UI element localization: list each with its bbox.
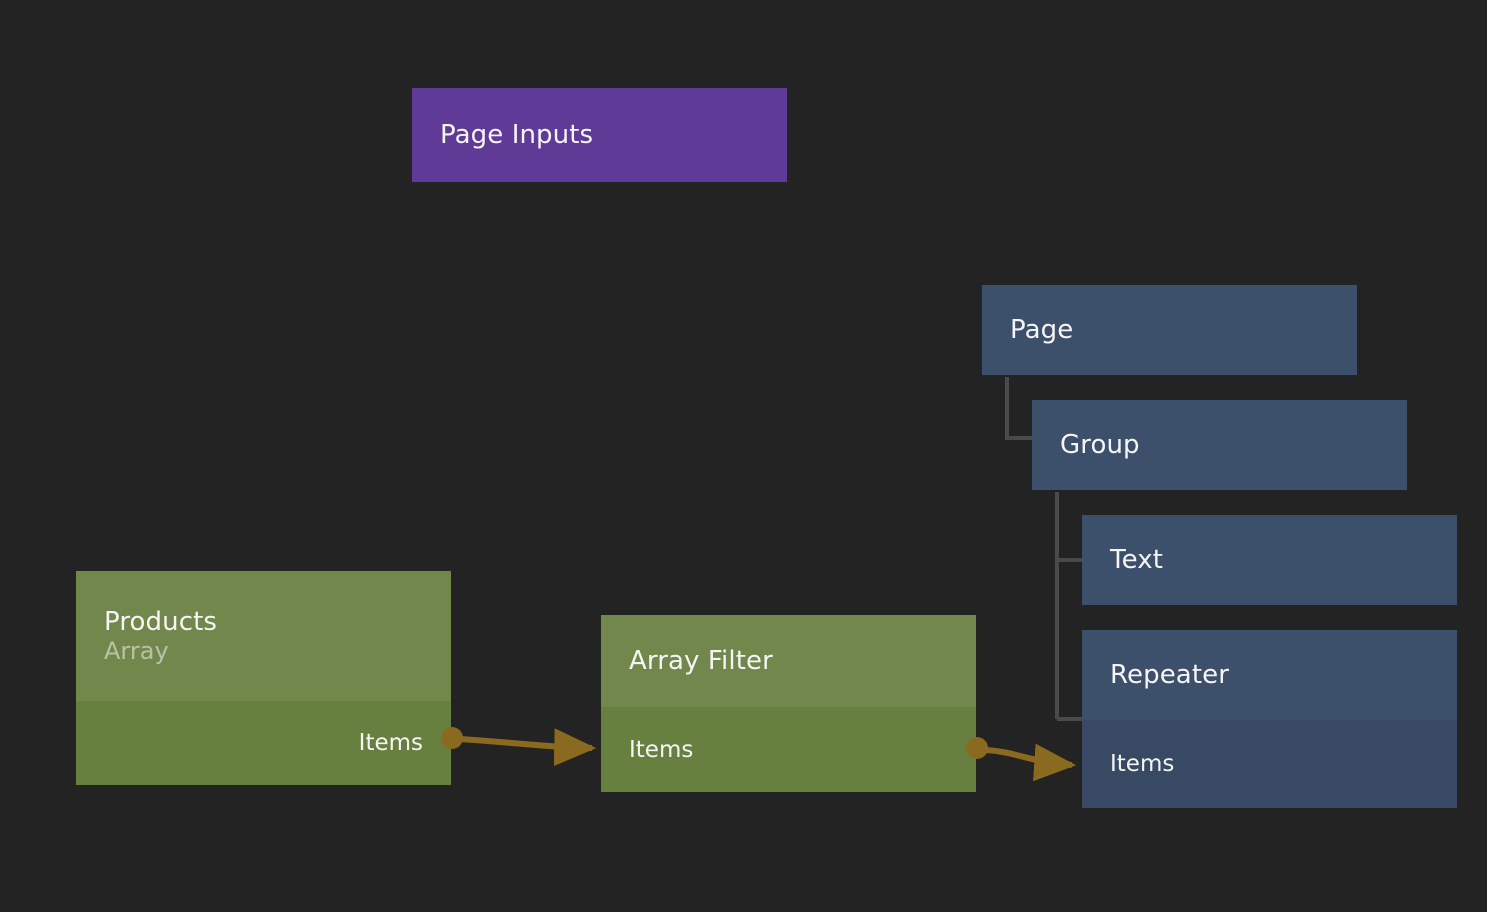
node-group-header[interactable]: Group [1032, 400, 1407, 490]
wire-products-to-array-filter [441, 727, 597, 767]
port-repeater-in-items-label: Items [1110, 751, 1175, 777]
node-products-subtitle: Array [104, 637, 169, 666]
node-array-filter-header[interactable]: Array Filter [601, 615, 976, 707]
node-page-inputs[interactable]: Page Inputs [412, 88, 787, 182]
node-array-filter-body: Items [601, 707, 976, 792]
node-products-body: Items [76, 701, 451, 785]
node-text-header[interactable]: Text [1082, 515, 1457, 605]
port-products-out-items-label: Items [358, 730, 423, 756]
node-products-title: Products [104, 606, 218, 637]
node-group-title: Group [1060, 429, 1140, 460]
tree-edge-page-to-group [1005, 377, 1032, 440]
wire-path-products-to-array-filter [459, 728, 597, 767]
node-array-filter[interactable]: Array Filter Items [601, 615, 976, 792]
node-text-title: Text [1110, 544, 1163, 575]
node-products-header[interactable]: Products Array [76, 571, 451, 701]
wire-array-filter-to-repeater [966, 737, 1077, 782]
port-repeater-in-items[interactable]: Items [1082, 720, 1457, 808]
node-repeater-title: Repeater [1110, 659, 1230, 690]
node-group[interactable]: Group [1032, 400, 1407, 490]
node-page-header[interactable]: Page [982, 285, 1357, 375]
node-page-title: Page [1010, 314, 1074, 345]
node-text[interactable]: Text [1082, 515, 1457, 605]
node-array-filter-title: Array Filter [629, 645, 773, 676]
node-page-inputs-title: Page Inputs [440, 119, 594, 150]
port-array-filter-in-items[interactable]: Items [601, 707, 976, 792]
node-page-inputs-header[interactable]: Page Inputs [412, 88, 787, 182]
node-repeater[interactable]: Repeater Items [1082, 630, 1457, 808]
node-page[interactable]: Page [982, 285, 1357, 375]
wire-path-array-filter-to-repeater [985, 743, 1077, 782]
node-repeater-body: Items [1082, 720, 1457, 808]
port-products-out-items[interactable]: Items [76, 701, 451, 785]
node-products[interactable]: Products Array Items [76, 571, 451, 785]
port-array-filter-in-items-label: Items [629, 736, 694, 763]
node-repeater-header[interactable]: Repeater [1082, 630, 1457, 720]
